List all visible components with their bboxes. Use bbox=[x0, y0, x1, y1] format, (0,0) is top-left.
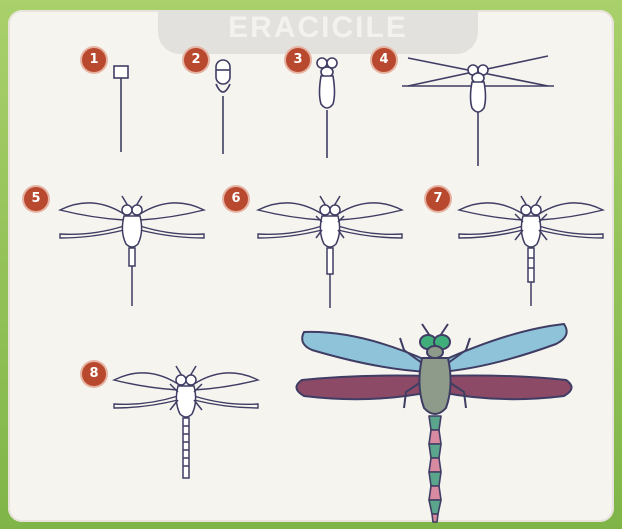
step-4-figure bbox=[402, 56, 554, 166]
step-6-figure bbox=[258, 196, 402, 308]
thorax bbox=[419, 358, 450, 414]
abdomen bbox=[429, 416, 441, 522]
step-1-figure bbox=[114, 66, 128, 152]
upper-right-wing bbox=[440, 324, 567, 372]
step-5-figure bbox=[60, 196, 204, 306]
step-8-figure bbox=[114, 366, 258, 478]
lower-left-wing bbox=[296, 376, 430, 400]
final-dragonfly bbox=[296, 324, 571, 522]
upper-left-wing bbox=[302, 332, 430, 372]
step-7-figure bbox=[459, 196, 603, 306]
step-2-figure bbox=[216, 60, 230, 154]
step-3-figure bbox=[317, 58, 337, 158]
lower-right-wing bbox=[440, 376, 572, 400]
